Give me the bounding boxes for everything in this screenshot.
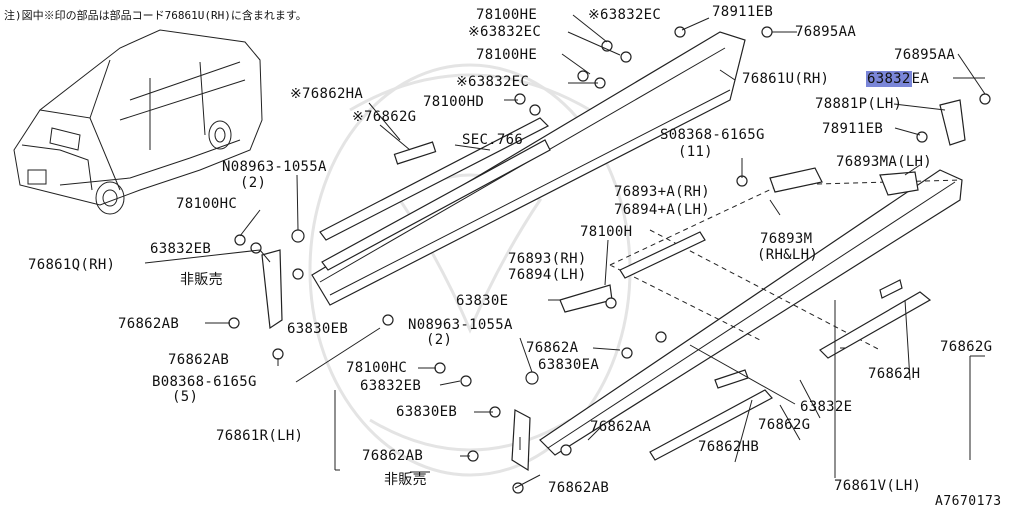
leader-lines [144,14,986,489]
part-label-63832EB[interactable]: 63832EB [150,241,212,257]
diagram-note: 注)図中※印の部品は部品コード76861U(RH)に含まれます。 [4,9,307,22]
part-label-76895AA[interactable]: 76895AA [795,24,857,40]
part-label-76893MA[interactable]: 76893MA(LH) [836,154,933,170]
part-label-76862AB[interactable]: 76862AB [168,352,230,368]
highlighted-part-code: 63832 [866,71,912,87]
part-label-63832EA[interactable]: 63832EA [866,71,930,87]
part-label-76862HB[interactable]: 76862HB [698,439,760,455]
quantity-label: (2) [426,332,453,348]
part-label-63832EB[interactable]: 63832EB [360,378,422,394]
part-label-76861R[interactable]: 76861R(LH) [216,428,304,444]
sill-76861V [539,169,963,456]
lower-strips [649,279,932,461]
part-label-63830EB[interactable]: 63830EB [287,321,349,337]
part-label-76862HA[interactable]: ※76862HA [290,86,364,102]
brackets [559,99,966,313]
part-label-63832EC[interactable]: ※63832EC [456,74,530,90]
part-label-76895AA[interactable]: 76895AA [894,47,956,63]
part-label-76862A[interactable]: 76862A [526,340,579,356]
mudguards [261,249,531,472]
part-label-63832E[interactable]: 63832E [800,399,853,415]
part-label-78100HC[interactable]: 78100HC [346,360,408,376]
part-label-08368-6165G[interactable]: S08368-6165G [660,127,765,143]
not-for-sale-label: 非販売 [384,472,427,488]
part-label-76893[interactable]: 76893(RH) [508,251,587,267]
part-label-08963-1055A[interactable]: N08963-1055A [408,317,513,333]
part-label-76862AB[interactable]: 76862AB [362,448,424,464]
part-label-78100HC[interactable]: 78100HC [176,196,238,212]
part-label-08368-6165G[interactable]: B08368-6165G [152,374,257,390]
part-label-78100HE[interactable]: 78100HE [476,47,538,63]
part-label-76893M[interactable]: 76893M [760,231,813,247]
part-label-78100HE[interactable]: 78100HE [476,7,538,23]
quantity-label: (2) [240,175,267,191]
part-label-78911EB[interactable]: 78911EB [822,121,884,137]
part-label-76862AB[interactable]: 76862AB [548,480,610,496]
part-label-63830EB[interactable]: 63830EB [396,404,458,420]
part-label-76862G[interactable]: 76862G [940,339,993,355]
vehicle-illustration [13,29,263,215]
part-label-76862G[interactable]: ※76862G [352,109,417,125]
part-label-76893A[interactable]: 76893+A(RH) [614,184,711,200]
quantity-label: (11) [678,144,713,160]
part-label-76862AB[interactable]: 76862AB [118,316,180,332]
part-label-76862H[interactable]: 76862H [868,366,921,382]
side-label: (RH&LH) [757,247,819,263]
part-label-63832EC[interactable]: ※63832EC [588,7,662,23]
section-reference[interactable]: SEC.766 [462,132,524,148]
part-label-76894A[interactable]: 76894+A(LH) [614,202,711,218]
part-label-76862G[interactable]: 76862G [758,417,811,433]
part-code-suffix: EA [911,71,930,87]
part-label-08963-1055A[interactable]: N08963-1055A [222,159,327,175]
part-label-63830EA[interactable]: 63830EA [538,357,600,373]
part-label-78100HD[interactable]: 78100HD [423,94,485,110]
part-label-76861V[interactable]: 76861V(LH) [834,478,922,494]
part-label-76861U[interactable]: 76861U(RH) [742,71,830,87]
strip-76862HA [319,117,551,271]
part-label-78881P[interactable]: 78881P(LH) [815,96,903,112]
not-for-sale-label: 非販売 [180,272,223,288]
quantity-label: (5) [172,389,199,405]
part-label-76861Q[interactable]: 76861Q(RH) [28,257,116,273]
diagram-code: A7670173 [935,494,1002,509]
part-label-76894[interactable]: 76894(LH) [508,267,587,283]
part-label-78911EB[interactable]: 78911EB [712,4,774,20]
part-label-76862AA[interactable]: 76862AA [590,419,652,435]
part-label-63832EC[interactable]: ※63832EC [468,24,542,40]
part-label-78100H[interactable]: 78100H [580,224,633,240]
part-label-63830E[interactable]: 63830E [456,293,509,309]
